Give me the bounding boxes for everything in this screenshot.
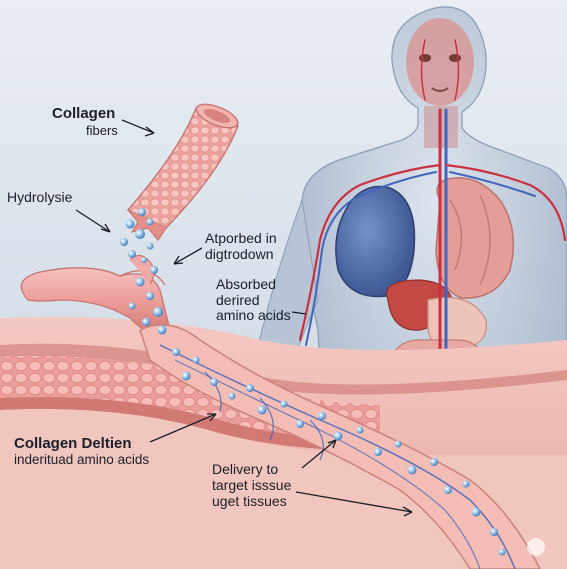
label-absorbed-amino-2: derired	[216, 292, 260, 308]
label-absorbed-digestion-1: Atporbed in	[205, 230, 277, 246]
digestive-tube	[20, 254, 171, 334]
arrow-hydrolysis	[75, 209, 111, 233]
label-delivery-1: Delivery to	[212, 461, 279, 477]
label-collagen-title: Collagen	[52, 105, 116, 122]
vessel-channel	[139, 324, 541, 569]
label-collagen-sub: fibers	[86, 123, 118, 138]
arrow-delivery	[301, 439, 337, 469]
label-absorbed-amino-3: amino acids	[216, 307, 291, 323]
arrow-target	[295, 491, 413, 513]
label-delivery-3: uget tissues	[212, 493, 287, 509]
face	[406, 18, 474, 106]
arrow-absorbed-amino	[291, 311, 307, 315]
arrow-collagen	[121, 119, 155, 134]
annotation-arrows	[75, 119, 413, 517]
arrow-collagen-peptides	[149, 413, 217, 443]
label-hydrolysis: Hydrolysie	[7, 189, 73, 205]
label-absorbed-amino-1: Absorbed	[216, 276, 276, 292]
corner-mark	[527, 538, 545, 556]
amino-acid-bubbles	[120, 208, 506, 556]
label-collagen-peptides-sub: inderituad amino acids	[14, 452, 150, 467]
label-absorbed-digestion-2: digtrodown	[205, 246, 274, 262]
label-delivery-2: target isssue	[212, 477, 292, 493]
arrow-absorbed-digestion	[173, 247, 203, 265]
label-collagen-peptides-title: Collagen Deltien	[14, 435, 132, 452]
